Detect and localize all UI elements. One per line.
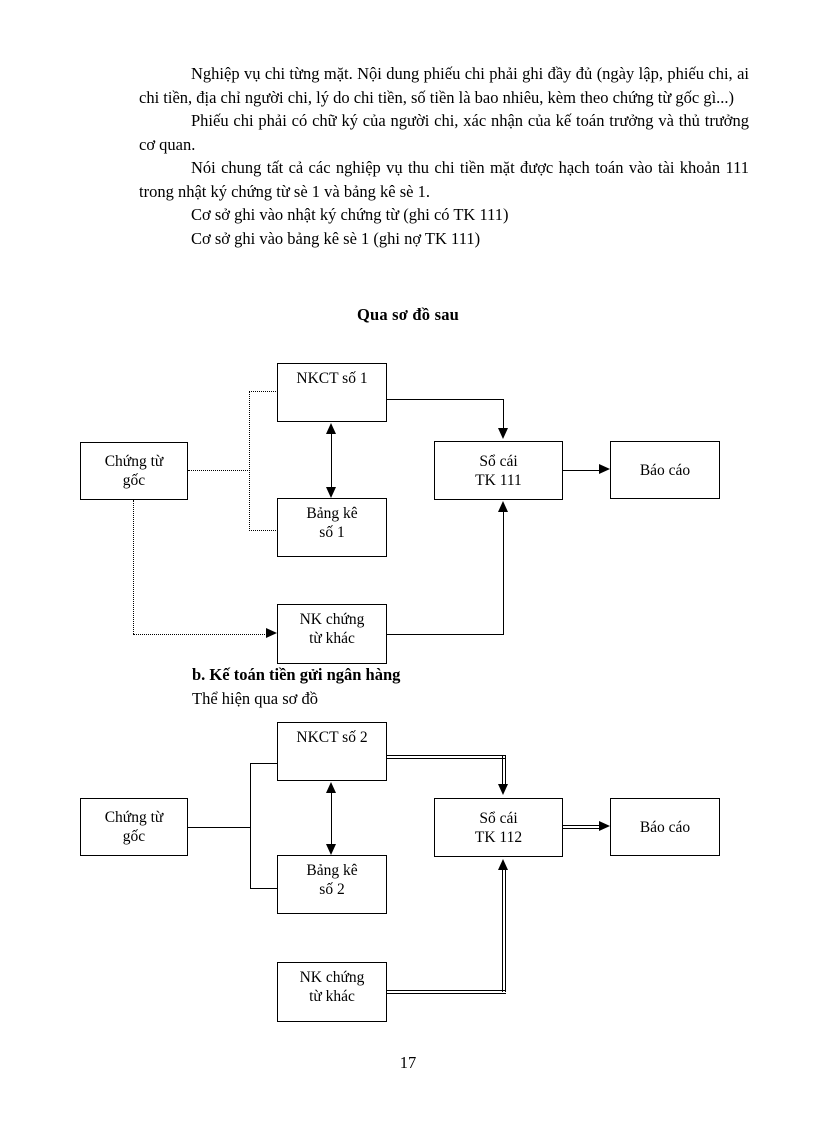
node-source-documents-2-line1: Chứng từ (104, 809, 164, 826)
paragraph-2: Phiếu chi phải có chữ ký của người chi, … (139, 111, 749, 154)
node-so-cai-tk111-line1: Sổ cái (479, 452, 518, 470)
connector-bus-to-nkct-1 (249, 391, 278, 392)
arrowhead-into-report-1 (599, 464, 610, 474)
connector-ledger-to-report-1 (563, 470, 601, 472)
paragraph-3: Nói chung tất cả các nghiệp vụ thu chi t… (139, 158, 749, 201)
connector-nkct-to-ledger-v-2 (502, 755, 506, 785)
node-nk-chung-tu-khac-1: NK chứng từ khác (277, 604, 387, 664)
paragraph-1: Nghiệp vụ chi từng mặt. Nội dung phiếu c… (139, 64, 749, 107)
section-b-title: b. Kế toán tiền gửi ngân hàng (192, 665, 401, 684)
connector-nkct-to-ledger-h-2 (387, 755, 506, 759)
node-bang-ke-so-2-line2: số 2 (319, 881, 345, 898)
node-nk-chung-tu-khac-2: NK chứng từ khác (277, 962, 387, 1022)
arrowhead-into-ledger-top-2 (498, 784, 508, 795)
connector-nkother-to-ledger-h-2 (387, 990, 506, 994)
connector-ledger-to-report-2 (563, 825, 601, 829)
node-bao-cao-2-label: Báo cáo (639, 818, 691, 836)
node-nkct-so-2-label: NKCT số 2 (296, 729, 368, 746)
connector-nkother-to-ledger-v-2 (502, 870, 506, 992)
node-so-cai-tk111: Sổ cái TK 111 (434, 441, 563, 500)
node-nkct-so-1-label: NKCT số 1 (296, 370, 368, 387)
arrowhead-to-nkother-1 (266, 628, 277, 638)
node-nk-chung-tu-khac-1-line2: từ khác (309, 630, 355, 647)
arrowhead-down-bangke-1 (326, 487, 336, 498)
section-b-subtitle: Thể hiện qua sơ đồ (192, 689, 319, 708)
node-nkct-so-1: NKCT số 1 (277, 363, 387, 422)
diagram-heading: Qua sơ đồ sau (356, 305, 460, 324)
connector-source-to-bus-2 (188, 827, 251, 829)
arrowhead-into-ledger-bottom-1 (498, 501, 508, 512)
connector-source-to-nkother-1 (133, 634, 267, 635)
paragraph-5: Cơ sở ghi vào bảng kê sè 1 (ghi nợ TK 11… (191, 228, 481, 248)
node-so-cai-tk112: Sổ cái TK 112 (434, 798, 563, 857)
node-bang-ke-so-2: Bảng kê số 2 (277, 855, 387, 914)
arrowhead-down-bangke-2 (326, 844, 336, 855)
connector-bus-to-nkct-2 (250, 763, 278, 765)
node-bang-ke-so-1-line1: Bảng kê (306, 505, 358, 522)
node-nk-chung-tu-khac-1-line1: NK chứng (299, 611, 365, 628)
arrowhead-into-ledger-bottom-2 (498, 859, 508, 870)
paragraph-4: Cơ sở ghi vào nhật ký chứng từ (ghi có T… (191, 205, 509, 224)
arrowhead-into-ledger-top-1 (498, 428, 508, 439)
node-bang-ke-so-1: Bảng kê số 1 (277, 498, 387, 557)
node-source-documents-2: Chứng từ gốc (80, 798, 188, 856)
node-so-cai-tk111-line2: TK 111 (475, 471, 522, 489)
node-source-documents-1: Chứng từ gốc (80, 442, 188, 500)
connector-bus-vertical-2 (250, 763, 252, 889)
node-so-cai-tk112-line2: TK 112 (474, 828, 523, 846)
page-number: 17 (399, 1053, 417, 1072)
node-nk-chung-tu-khac-2-line1: NK chứng (299, 969, 365, 986)
connector-bus-to-bangke-2 (250, 888, 278, 890)
connector-nkct-bangke-2 (331, 786, 333, 850)
node-bang-ke-so-1-line2: số 1 (319, 524, 345, 541)
connector-source-down-1 (133, 500, 134, 634)
node-bang-ke-so-2-line1: Bảng kê (306, 862, 358, 879)
node-bao-cao-1: Báo cáo (610, 441, 720, 499)
arrowhead-up-nkct-1 (326, 423, 336, 434)
connector-nkct-to-ledger-v-1 (503, 399, 505, 429)
connector-nkother-to-ledger-v-1 (503, 512, 505, 635)
arrowhead-into-report-2 (599, 821, 610, 831)
node-so-cai-tk112-line1: Sổ cái (479, 809, 518, 827)
node-source-documents-1-line1: Chứng từ (104, 453, 164, 470)
node-bao-cao-1-label: Báo cáo (639, 461, 691, 479)
connector-bus-vertical-1 (249, 391, 250, 531)
node-nkct-so-2: NKCT số 2 (277, 722, 387, 781)
node-nk-chung-tu-khac-2-line2: từ khác (309, 988, 355, 1005)
connector-nkct-bangke-1 (331, 427, 333, 493)
body-text-block: Nghiệp vụ chi từng mặt. Nội dung phiếu c… (139, 62, 749, 250)
arrowhead-up-nkct-2 (326, 782, 336, 793)
connector-nkother-to-ledger-h-1 (387, 634, 504, 636)
connector-bus-to-bangke-1 (249, 530, 278, 531)
connector-source-to-bus-1 (188, 470, 250, 471)
node-source-documents-1-line2: gốc (122, 472, 146, 489)
node-source-documents-2-line2: gốc (122, 828, 146, 845)
connector-nkct-to-ledger-h-1 (387, 399, 504, 401)
node-bao-cao-2: Báo cáo (610, 798, 720, 856)
